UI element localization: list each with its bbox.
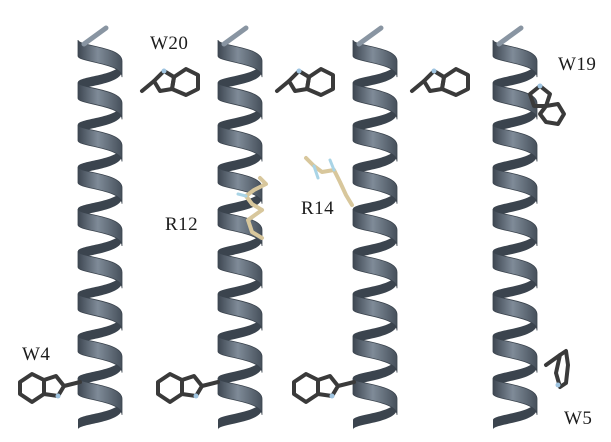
helix-terminal-tail — [221, 25, 249, 47]
helix-back-strand — [78, 314, 122, 346]
helix-front-strand — [77, 250, 123, 289]
helix-terminal-tail — [496, 25, 524, 47]
tryptophan-helix3-bottom — [292, 372, 356, 404]
helix-front-strand — [352, 250, 398, 289]
helix-front-strand — [77, 39, 123, 78]
arginine-r14-sidechain — [304, 156, 354, 207]
helix-4 — [492, 25, 538, 430]
helix-2 — [217, 25, 263, 430]
helix-back-strand — [353, 398, 397, 430]
helix-back-strand — [78, 103, 122, 135]
helix-back-strand — [78, 187, 122, 219]
helix-back-strand — [353, 103, 397, 135]
helix-back-strand — [353, 314, 397, 346]
helix-back-strand — [78, 230, 122, 261]
helix-back-strand — [353, 61, 397, 92]
helix-back-strand — [353, 145, 397, 177]
helix-back-strand — [493, 145, 537, 177]
helix-front-strand — [352, 39, 398, 78]
helix-front-strand — [492, 250, 538, 289]
helix-back-strand — [353, 230, 397, 261]
helix-front-strand — [217, 208, 263, 247]
helix-back-strand — [78, 356, 122, 388]
helix-front-strand — [77, 81, 123, 120]
helix-back-strand — [218, 145, 262, 177]
helix-back-strand — [493, 187, 537, 219]
helix-back-strand — [78, 61, 122, 92]
helix-front-strand — [352, 81, 398, 120]
label-w4: W4 — [22, 344, 51, 365]
label-w20: W20 — [150, 33, 189, 54]
helix-terminal-tail — [81, 25, 109, 47]
label-r12: R12 — [165, 214, 199, 235]
helix-back-strand — [353, 272, 397, 303]
helix-back-strand — [78, 398, 122, 430]
helix-front-strand — [352, 208, 398, 247]
helix-back-strand — [218, 187, 262, 219]
helix-back-strand — [493, 314, 537, 346]
helix-front-strand — [492, 81, 538, 120]
tryptophan-w5-sidechain — [544, 349, 570, 389]
helix-front-strand — [217, 292, 263, 331]
label-r14: R14 — [301, 198, 335, 219]
helix-back-strand — [493, 103, 537, 135]
helix-front-strand — [77, 292, 123, 331]
helix-back-strand — [218, 314, 262, 346]
helix-back-strand — [78, 272, 122, 303]
helix-back-strand — [218, 61, 262, 92]
tryptophan-helix2-bottom — [156, 372, 220, 404]
helix-terminal-tail — [356, 25, 384, 47]
helix-back-strand — [493, 398, 537, 430]
helix-front-strand — [352, 292, 398, 331]
helix-front-strand — [492, 208, 538, 247]
helix-front-strand — [217, 39, 263, 78]
arginine-r12-sidechain — [236, 176, 268, 240]
helix-front-strand — [492, 39, 538, 78]
helix-back-strand — [493, 356, 537, 388]
helix-back-strand — [493, 272, 537, 303]
helix-back-strand — [353, 187, 397, 219]
helix-back-strand — [78, 145, 122, 177]
helix-3 — [352, 25, 398, 430]
helix-back-strand — [218, 356, 262, 388]
helix-front-strand — [217, 250, 263, 289]
helix-back-strand — [353, 356, 397, 388]
helix-front-strand — [77, 208, 123, 247]
helix-back-strand — [493, 61, 537, 92]
label-w5: W5 — [564, 408, 593, 429]
helix-back-strand — [218, 103, 262, 135]
tryptophan-helix3-top — [410, 67, 470, 97]
helix-back-strand — [218, 272, 262, 303]
tryptophan-w20-sidechain — [140, 67, 200, 97]
helix-back-strand — [218, 230, 262, 261]
tryptophan-w4-sidechain — [18, 372, 82, 404]
helix-front-strand — [492, 292, 538, 331]
tryptophan-helix2-top — [275, 67, 335, 97]
helix-back-strand — [218, 398, 262, 430]
tryptophan-w19-sidechain — [528, 83, 566, 126]
label-w19: W19 — [558, 54, 597, 75]
helix-front-strand — [217, 81, 263, 120]
helix-1 — [77, 25, 123, 430]
helix-back-strand — [493, 230, 537, 261]
